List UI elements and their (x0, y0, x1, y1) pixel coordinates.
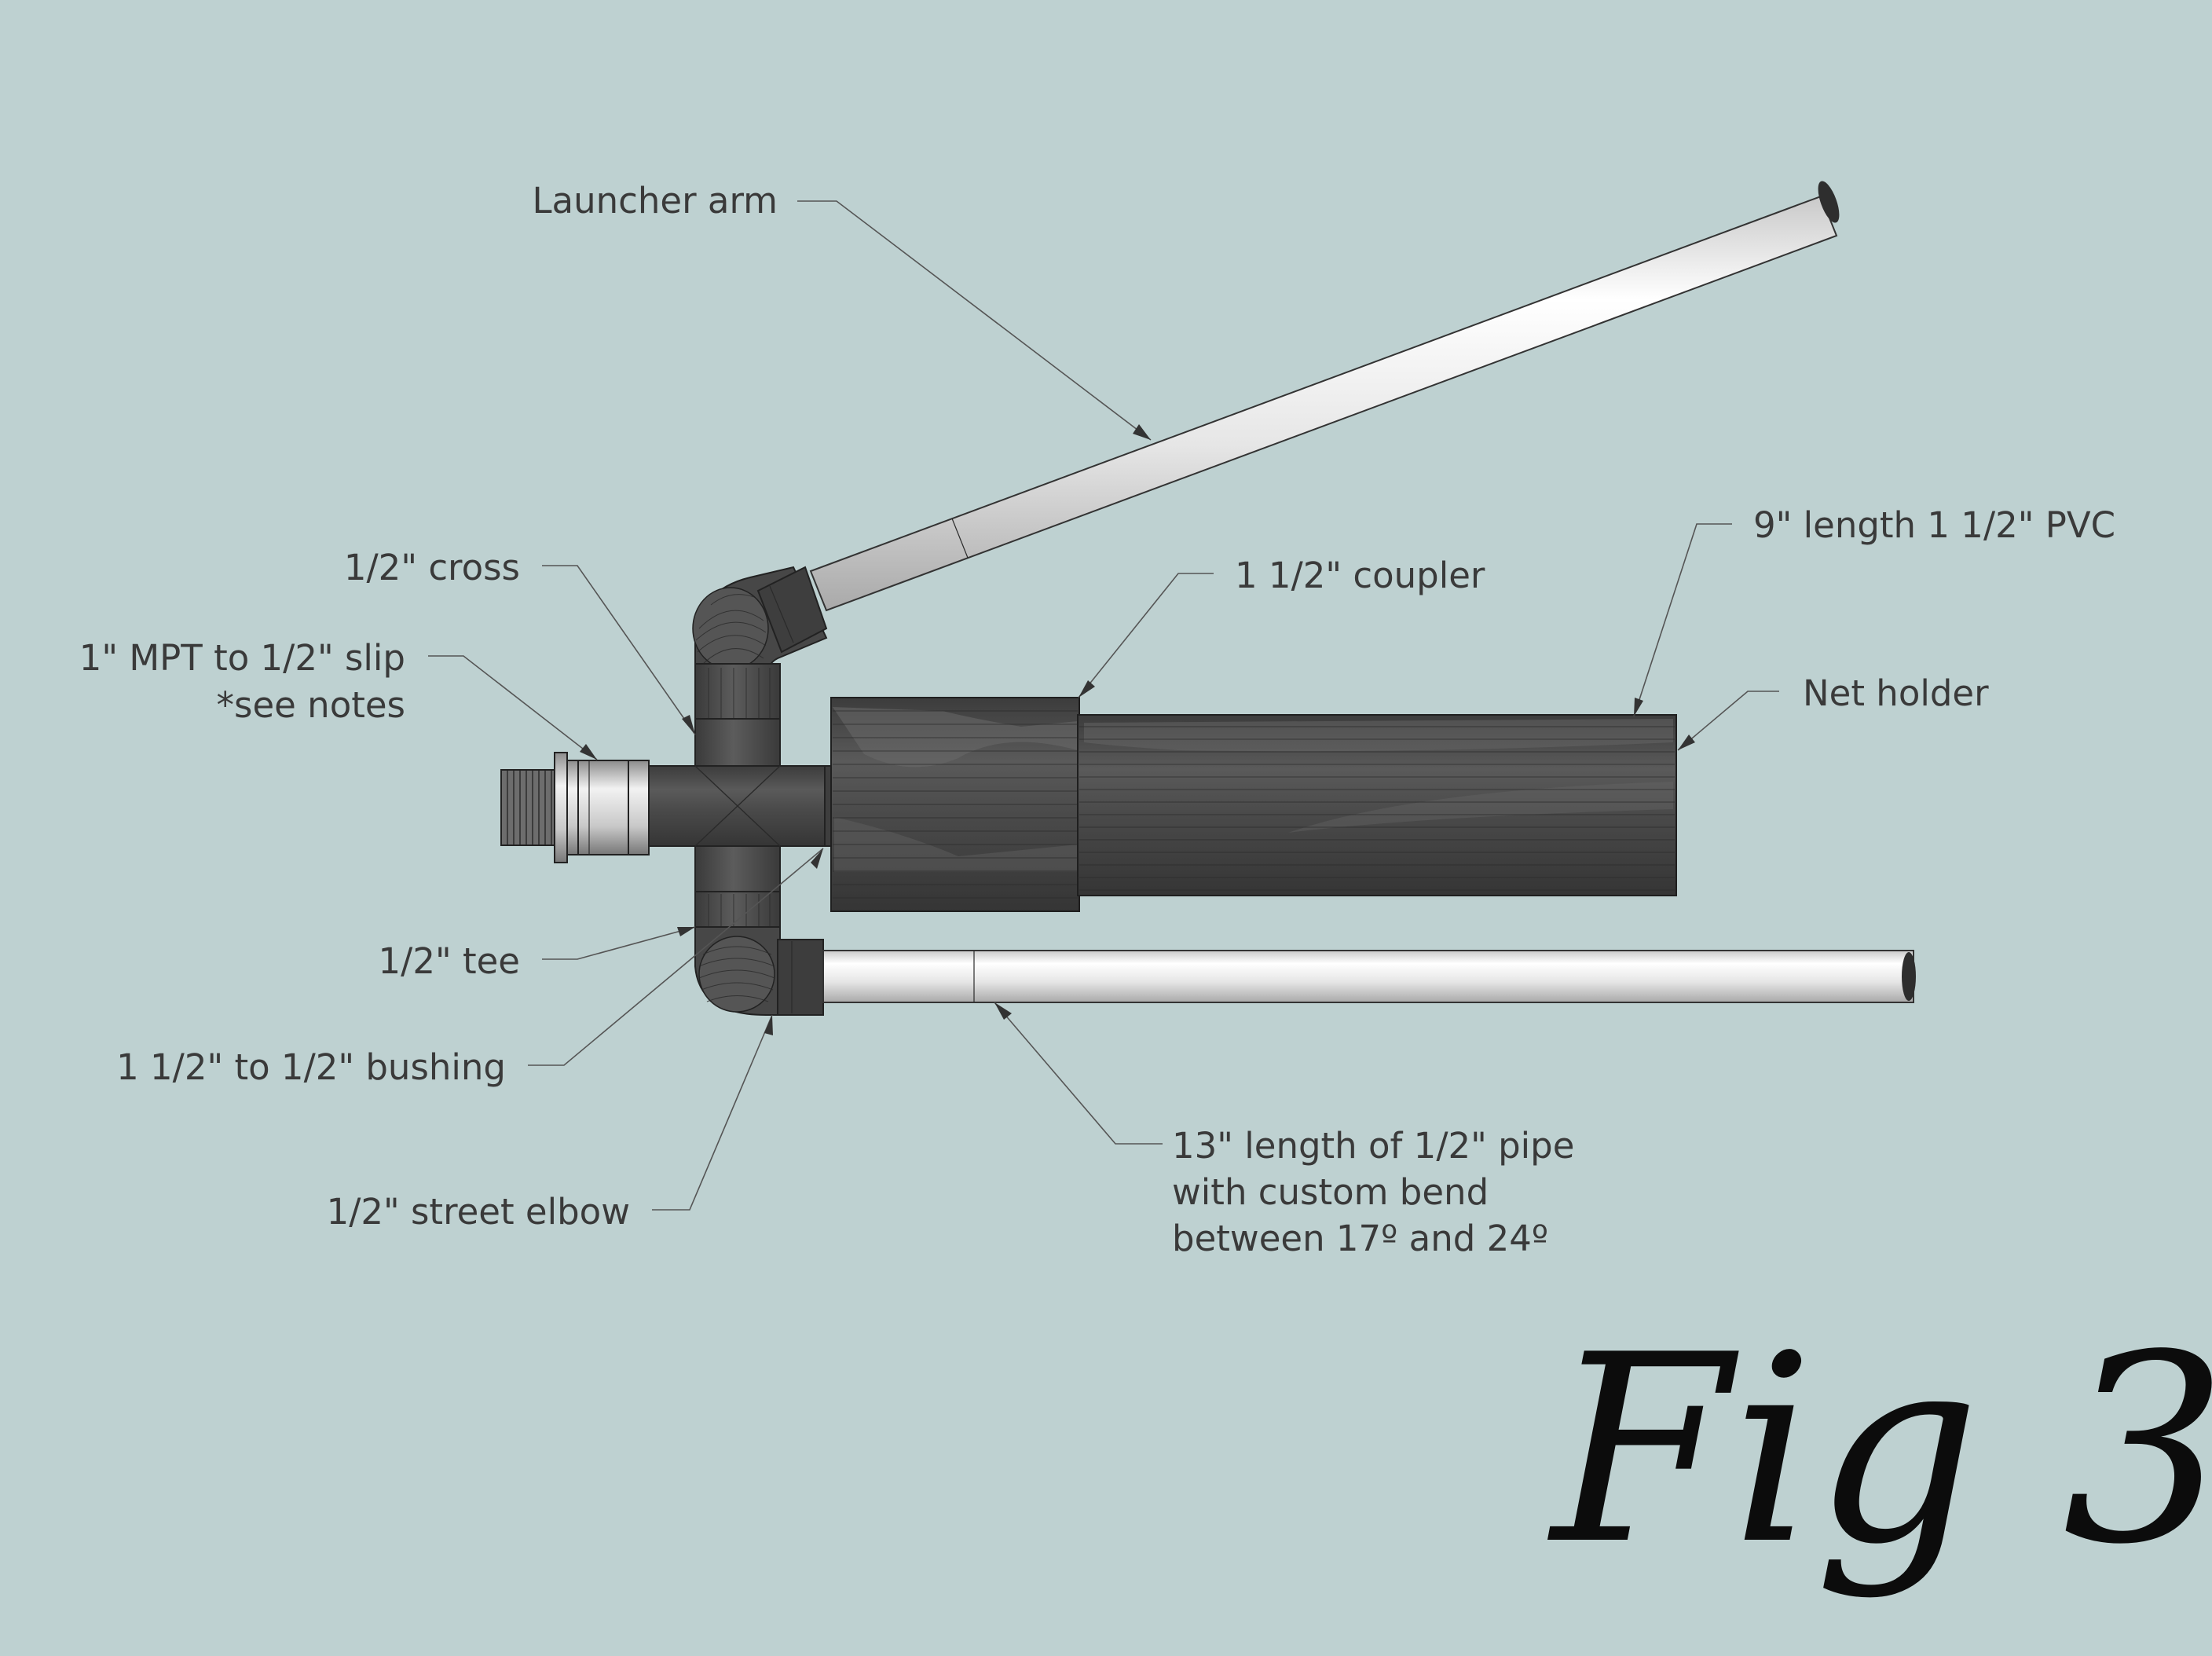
label-coupler: 1 1/2" coupler (1235, 555, 1485, 596)
label-launcher-arm: Launcher arm (532, 180, 778, 222)
label-bushing: 1 1/2" to 1/2" bushing (116, 1046, 506, 1088)
cross-upper-branch (694, 663, 781, 724)
half-inch-cross (647, 718, 851, 894)
label-pipe-bend: with custom bend (1172, 1171, 1489, 1213)
label-net-holder: Net holder (1803, 672, 1989, 714)
figure-title: Fig 3. (1547, 1299, 2212, 1601)
lower-street-elbow (694, 926, 824, 1016)
lower-half-inch-pipe (822, 950, 1916, 1003)
nine-inch-pvc-net-holder (1077, 714, 1677, 896)
label-mpt-slip: 1" MPT to 1/2" slip (79, 637, 405, 679)
half-inch-tee (694, 891, 781, 932)
label-pvc-length: 9" length 1 1/2" PVC (1753, 504, 2115, 546)
label-see-notes: *see notes (217, 684, 405, 726)
label-pipe-angle: between 17º and 24º (1172, 1218, 1548, 1259)
leader-lines (428, 200, 1779, 1211)
launcher-arm-pipe (809, 181, 1840, 612)
label-street-elbow: 1/2" street elbow (327, 1191, 630, 1233)
label-pipe-length: 13" length of 1/2" pipe (1172, 1125, 1574, 1167)
one-and-half-inch-coupler (830, 697, 1080, 912)
mpt-to-slip-adapter (500, 752, 650, 863)
label-cross: 1/2" cross (344, 547, 520, 588)
label-tee: 1/2" tee (379, 940, 520, 982)
